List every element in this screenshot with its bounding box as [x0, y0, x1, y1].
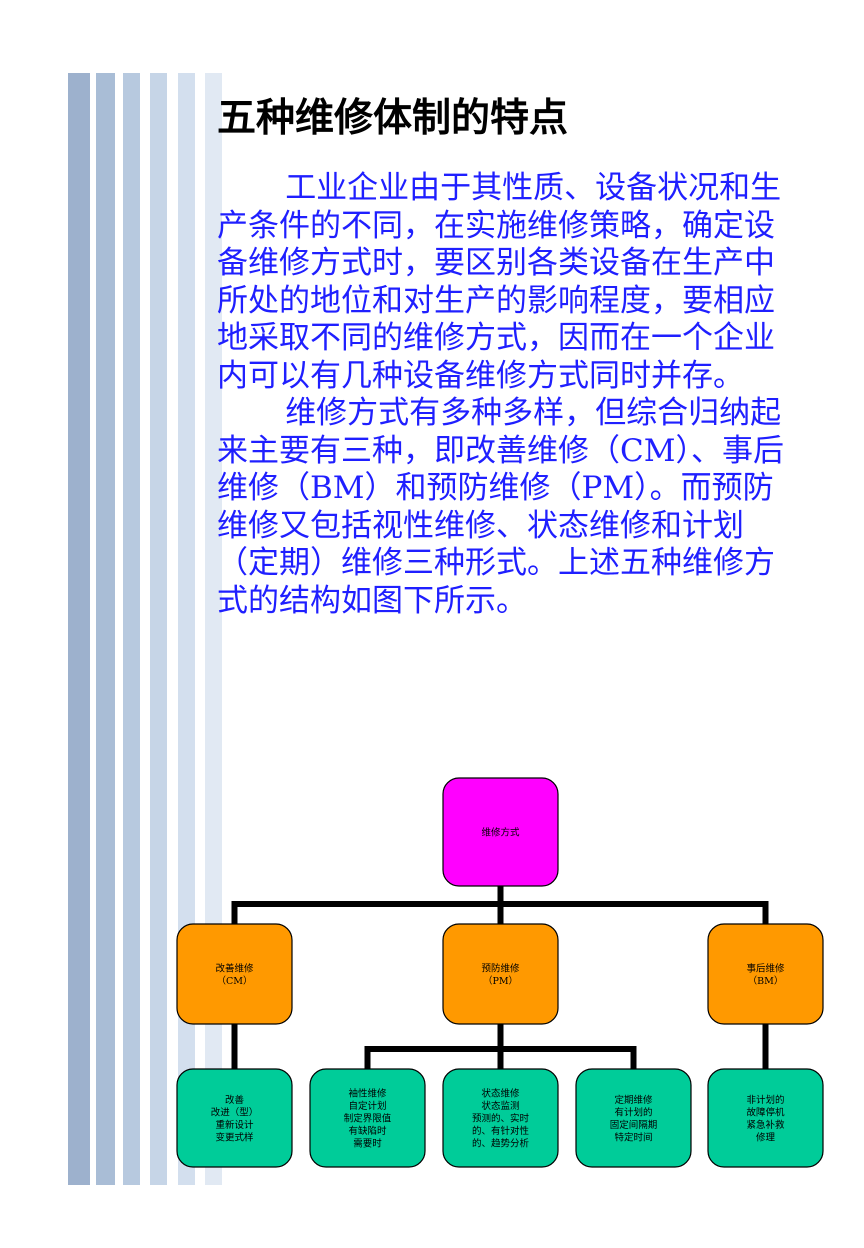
node-box-pm-2 [442, 1068, 559, 1168]
paragraph-1: 工业企业由于其性质、设备状况和生产条件的不同，在实施维修策略，确定设备维修方式时… [217, 170, 782, 394]
node-label-cm-detail-3: 变更式样 [215, 1131, 253, 1143]
node-label-pm-2-1: 状态监测 [481, 1100, 519, 1112]
decor-stripe-5 [178, 73, 195, 1185]
node-box-pm [442, 923, 559, 1025]
diagram-connectors [231, 883, 769, 1072]
node-label-pm-1-3: 有缺陷时 [348, 1125, 387, 1137]
node-box-bm [707, 923, 824, 1025]
node-label-pm-2-4: 的、趋势分析 [472, 1138, 530, 1150]
node-box-cm-detail [176, 1068, 293, 1168]
decor-stripe-2 [96, 73, 115, 1185]
decor-stripe-3 [123, 73, 140, 1185]
node-label-pm-1-4: 需要时 [353, 1138, 382, 1150]
node-label-bm-detail-2: 紧急补救 [746, 1119, 785, 1131]
node-label-pm-3-3: 特定时间 [614, 1131, 652, 1143]
node-label-bm-detail-3: 修理 [756, 1131, 776, 1143]
node-label-pm-1-1: 自定计划 [348, 1100, 386, 1112]
decor-stripe-4 [150, 73, 167, 1185]
node-label-cm-detail-2: 重新设计 [215, 1119, 254, 1131]
node-label-cm-1: （CM） [217, 975, 253, 987]
node-cm: 改善维修（CM） [176, 923, 293, 1025]
node-label-cm-detail-1: 改进（型） [211, 1106, 259, 1118]
node-label-bm-1: （BM） [748, 975, 784, 987]
node-label-pm-3-2: 固定间隔期 [610, 1119, 658, 1131]
node-box-pm-1 [309, 1068, 426, 1168]
node-label-pm-1-0: 袖性维修 [348, 1088, 387, 1100]
node-bm: 事后维修（BM） [707, 923, 824, 1025]
node-box-root [442, 777, 559, 887]
node-label-bm-detail-1: 故障停机 [746, 1106, 785, 1118]
paragraph-2: 维修方式有多种多样，但综合归纳起来主要有三种，即改善维修（CM）、事后维修（BM… [217, 395, 784, 619]
node-label-root-0: 维修方式 [481, 827, 520, 839]
node-label-pm-0: 预防维修 [481, 962, 520, 974]
decor-stripe-1 [68, 73, 90, 1185]
node-label-pm-1: （PM） [483, 975, 518, 987]
node-label-pm-2-3: 的、有针对性 [472, 1125, 530, 1137]
node-label-pm-2-0: 状态维修 [481, 1088, 520, 1100]
node-label-cm-0: 改善维修 [215, 962, 254, 974]
decor-stripe-6 [205, 73, 222, 1185]
node-box-cm [176, 923, 293, 1025]
node-label-pm-3-0: 定期维修 [614, 1094, 653, 1106]
node-label-pm-2-2: 预测的、实时 [472, 1113, 530, 1125]
node-root: 维修方式 [442, 777, 559, 887]
body-text: 工业企业由于其性质、设备状况和生产条件的不同，在实施维修策略，确定设备维修方式时… [217, 170, 787, 620]
node-box-bm-detail [707, 1068, 824, 1168]
node-label-bm-detail-0: 非计划的 [746, 1094, 784, 1106]
node-label-pm-3-1: 有计划的 [614, 1106, 652, 1118]
node-label-cm-detail-0: 改善 [225, 1094, 245, 1106]
node-label-bm-0: 事后维修 [746, 962, 785, 974]
node-label-pm-1-2: 制定界限值 [344, 1113, 392, 1125]
node-box-pm-3 [575, 1068, 692, 1168]
node-pm: 预防维修（PM） [442, 923, 559, 1025]
page-title: 五种维修体制的特点 [217, 96, 569, 141]
